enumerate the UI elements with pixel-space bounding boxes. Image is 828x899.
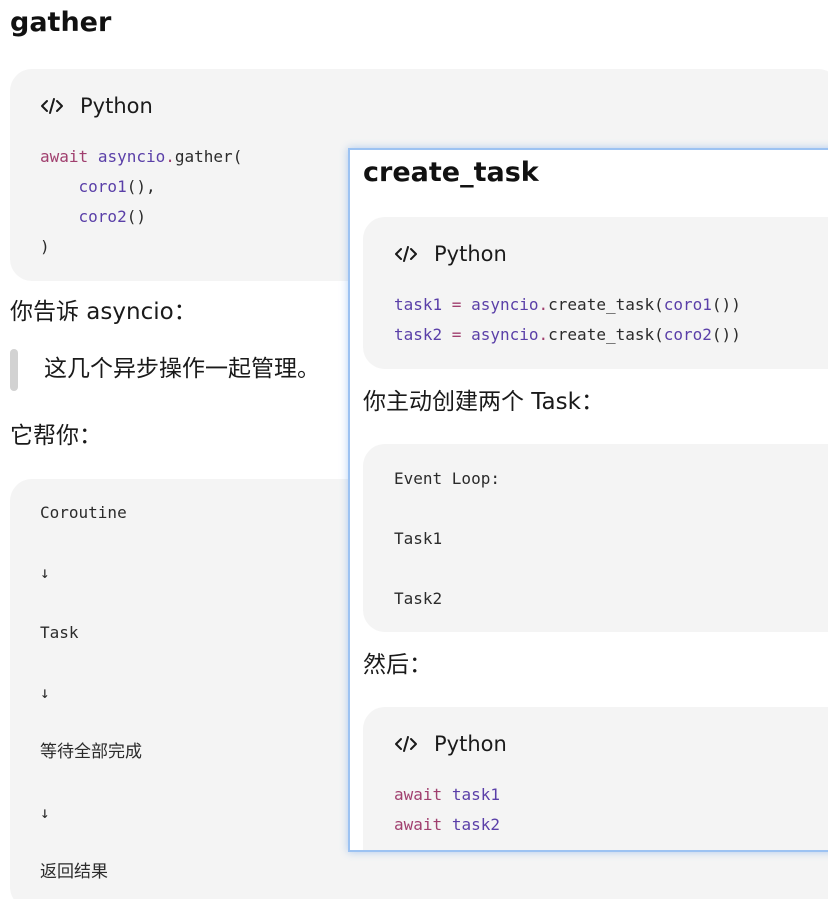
code-rest: (), bbox=[126, 177, 156, 196]
create-task-panel[interactable]: create_task Python task1 = asyncio.creat… bbox=[348, 148, 828, 852]
code-language-label: Python bbox=[434, 732, 507, 756]
code-language-label: Python bbox=[434, 242, 507, 266]
code-operator: = bbox=[442, 295, 472, 314]
flow-step: Coroutine bbox=[40, 503, 127, 522]
code-object: asyncio bbox=[97, 147, 166, 166]
code-close: ) bbox=[40, 237, 50, 256]
code-rest: ()) bbox=[711, 325, 741, 344]
blockquote-bar bbox=[10, 349, 18, 391]
code-brackets-icon bbox=[41, 98, 63, 114]
code-variable: task2 bbox=[451, 815, 500, 834]
code-brackets-icon bbox=[395, 736, 417, 752]
code-variable: task2 bbox=[394, 325, 443, 344]
code-object: asyncio bbox=[471, 325, 539, 344]
flow-arrow: ↓ bbox=[40, 803, 50, 822]
create-task-code-block: Python task1 = asyncio.create_task(coro1… bbox=[363, 217, 828, 369]
helps-you-text: 它帮你： bbox=[10, 423, 102, 449]
code-line: await asyncio.gather( bbox=[40, 147, 242, 167]
code-operator: = bbox=[442, 325, 472, 344]
event-loop-block: Event Loop: Task1 Task2 bbox=[363, 444, 828, 632]
event-loop-task: Task1 bbox=[394, 529, 443, 548]
code-keyword: await bbox=[394, 785, 443, 804]
event-loop-label: Event Loop: bbox=[394, 469, 500, 488]
code-variable: coro2 bbox=[78, 207, 127, 226]
flow-step: Task bbox=[40, 623, 79, 642]
code-dot: . bbox=[538, 325, 549, 344]
code-line: await task2 bbox=[394, 815, 500, 835]
code-variable: task1 bbox=[394, 295, 443, 314]
code-dot: . bbox=[538, 295, 549, 314]
await-code-block: Python await task1 await task2 bbox=[363, 707, 828, 850]
code-line: ) bbox=[40, 237, 50, 257]
code-line: task1 = asyncio.create_task(coro1()) bbox=[394, 295, 741, 315]
await-code-header: Python bbox=[394, 730, 507, 758]
code-function: gather( bbox=[174, 147, 243, 166]
flow-arrow: ↓ bbox=[40, 563, 50, 582]
flow-step: 返回结果 bbox=[40, 862, 108, 882]
code-variable: coro1 bbox=[78, 177, 127, 196]
flow-arrow: ↓ bbox=[40, 683, 50, 702]
code-variable: task1 bbox=[451, 785, 500, 804]
code-line: await task1 bbox=[394, 785, 500, 805]
manual-create-text: 你主动创建两个 Task： bbox=[363, 389, 604, 415]
code-argument: coro2 bbox=[663, 325, 712, 344]
code-line: task2 = asyncio.create_task(coro2()) bbox=[394, 325, 741, 345]
code-function: create_task( bbox=[548, 295, 664, 314]
code-object: asyncio bbox=[471, 295, 539, 314]
then-text: 然后： bbox=[363, 652, 432, 678]
flow-step: 等待全部完成 bbox=[40, 742, 142, 762]
tell-asyncio-text: 你告诉 asyncio： bbox=[10, 299, 197, 325]
code-argument: coro1 bbox=[663, 295, 712, 314]
event-loop-task: Task2 bbox=[394, 589, 443, 608]
code-brackets-icon bbox=[395, 246, 417, 262]
code-keyword: await bbox=[394, 815, 443, 834]
code-keyword: await bbox=[40, 147, 89, 166]
gather-heading: gather bbox=[10, 7, 112, 38]
code-language-label: Python bbox=[80, 94, 153, 118]
code-rest: ()) bbox=[711, 295, 741, 314]
gather-code-header: Python bbox=[40, 92, 153, 120]
create-task-code-header: Python bbox=[394, 240, 507, 268]
code-rest: () bbox=[126, 207, 146, 226]
code-line: coro2() bbox=[40, 207, 146, 227]
code-function: create_task( bbox=[548, 325, 664, 344]
code-dot: . bbox=[165, 147, 175, 166]
code-line: coro1(), bbox=[40, 177, 156, 197]
create-task-heading: create_task bbox=[363, 157, 539, 188]
blockquote-text: 这几个异步操作一起管理。 bbox=[44, 356, 320, 382]
